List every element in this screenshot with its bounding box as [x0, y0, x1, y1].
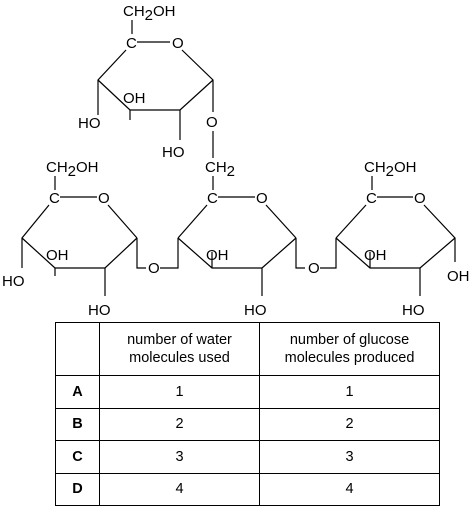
ring-oxygen-label: O [98, 190, 110, 207]
ho-label: HO [2, 273, 25, 290]
header-empty-cell [55, 322, 100, 376]
bridge-oxygen-label: O [308, 260, 320, 277]
water-value: 2 [99, 407, 260, 441]
right-glucose-ring: CH2OH C O OH OH HO [335, 159, 470, 319]
glucose-value: 1 [259, 375, 440, 409]
ring-oxygen-label: O [172, 35, 184, 52]
oh-label: OH [206, 247, 229, 264]
bridge-oxygen-label: O [148, 260, 160, 277]
oh-label: OH [123, 90, 146, 107]
water-value: 4 [99, 472, 260, 506]
oh-label: OH [364, 247, 387, 264]
glucose-value: 4 [259, 472, 440, 506]
link-left-middle: O [148, 238, 179, 277]
ring-oxygen-label: O [256, 190, 268, 207]
ho-label: HO [402, 302, 425, 319]
branch-link: O CH2 [205, 108, 235, 190]
option-label: C [55, 440, 100, 474]
ho-label: HO [162, 144, 185, 161]
ho-label: HO [244, 302, 267, 319]
oh-label: OH [447, 268, 470, 285]
ring-carbon-label: C [366, 190, 377, 207]
water-value: 3 [99, 440, 260, 474]
polysaccharide-structure-diagram: CH2OH C O OH HO HO O CH2 CH2OH C O OH HO [2, 3, 470, 319]
table-row: C 3 3 [55, 440, 440, 474]
glucose-value: 3 [259, 440, 440, 474]
ring-carbon-label: C [49, 190, 60, 207]
option-label: B [55, 407, 100, 441]
ch2-label: CH2 [205, 159, 235, 180]
ho-label: HO [78, 115, 101, 132]
table-row: B 2 2 [55, 407, 440, 441]
ch2oh-label: CH2OH [46, 159, 99, 180]
oh-label: OH [46, 247, 69, 264]
ring-oxygen-label: O [414, 190, 426, 207]
glucose-value: 2 [259, 407, 440, 441]
option-label: D [55, 472, 100, 506]
water-value: 1 [99, 375, 260, 409]
left-glucose-ring: CH2OH C O OH HO HO [2, 159, 146, 319]
table-row: A 1 1 [55, 375, 440, 409]
ch2oh-label: CH2OH [123, 3, 176, 24]
ho-label: HO [88, 302, 111, 319]
top-glucose-ring: CH2OH C O OH HO HO [78, 3, 214, 161]
ch2oh-label: CH2OH [364, 159, 417, 180]
ring-carbon-label: C [207, 190, 218, 207]
table-row: D 4 4 [55, 472, 440, 506]
ring-carbon-label: C [126, 35, 137, 52]
middle-glucose-ring: C O OH HO [177, 190, 305, 319]
link-middle-right: O [308, 238, 337, 277]
option-label: A [55, 375, 100, 409]
bridge-oxygen-label: O [206, 114, 218, 131]
